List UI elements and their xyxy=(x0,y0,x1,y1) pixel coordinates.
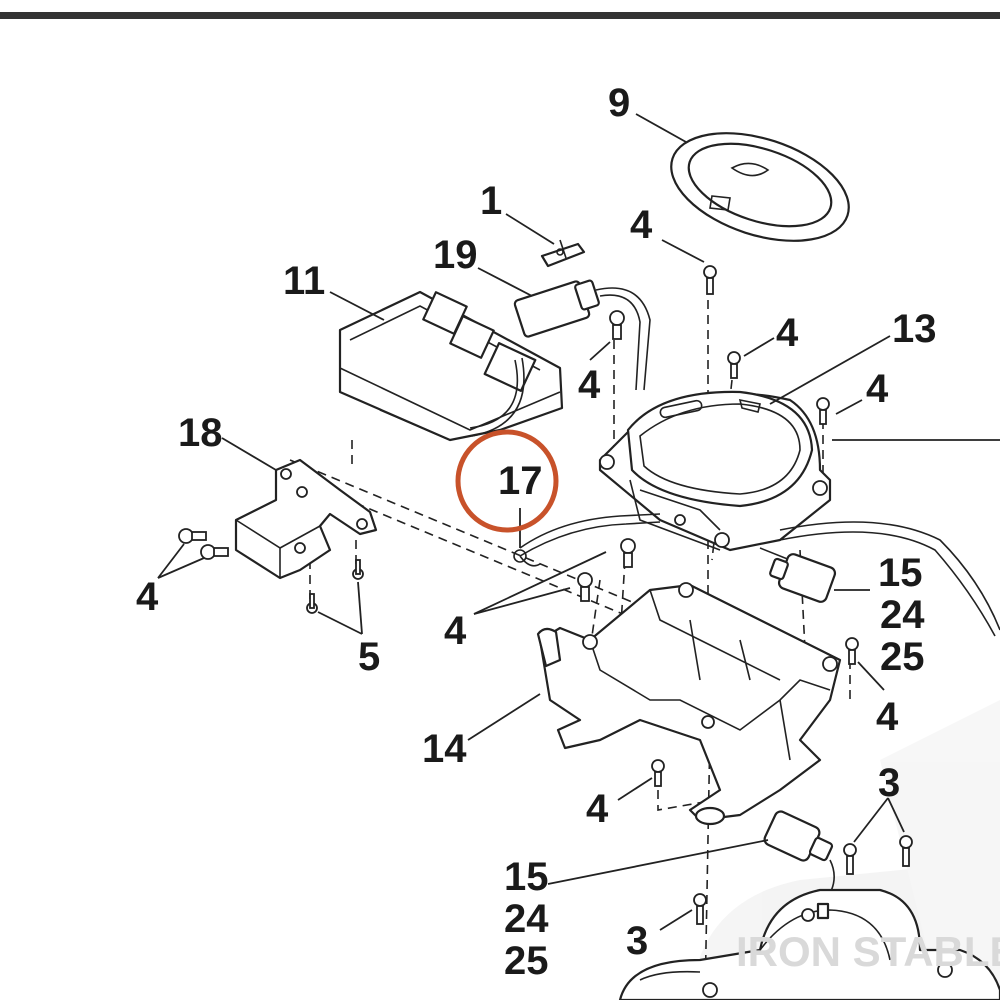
callout-3-right: 3 xyxy=(878,761,900,805)
watermark-text: IRON STABLE xyxy=(736,928,1000,975)
leader-lines xyxy=(157,113,1000,931)
callout-17: 17 xyxy=(498,459,543,503)
callout-5: 5 xyxy=(358,635,380,679)
callout-4-module: 4 xyxy=(578,363,601,407)
callout-25-upper: 25 xyxy=(880,635,925,679)
wiring-harness xyxy=(513,513,1000,637)
callout-1: 1 xyxy=(480,179,502,223)
screw-3-c xyxy=(693,893,707,925)
callout-24-lower: 24 xyxy=(504,897,549,941)
screw-4-frame-right xyxy=(845,637,859,665)
screw-4-bracket-a xyxy=(178,528,207,544)
screw-5-b xyxy=(306,593,318,614)
callout-labels: 9 1 19 11 4 4 4 13 4 18 17 4 4 5 15 24 2… xyxy=(136,81,937,983)
connector-lower xyxy=(763,810,835,901)
screw-5-a xyxy=(352,559,364,580)
callout-3-left: 3 xyxy=(626,919,648,963)
callout-4-right: 4 xyxy=(866,367,889,411)
screw-4-top xyxy=(703,265,717,295)
callout-18: 18 xyxy=(178,411,223,455)
retaining-clip xyxy=(540,239,586,268)
callout-14: 14 xyxy=(422,727,467,771)
callout-4-mid: 4 xyxy=(776,311,799,355)
callout-13: 13 xyxy=(892,307,937,351)
oval-trim-cover xyxy=(670,132,850,242)
callout-4-top: 4 xyxy=(630,203,653,247)
screw-3-b xyxy=(899,835,913,867)
callout-4-frame-right: 4 xyxy=(876,695,899,739)
highlight-circle xyxy=(455,429,559,533)
screw-4-frame-b xyxy=(577,572,593,602)
screw-3-a xyxy=(843,843,857,875)
support-frame xyxy=(536,582,842,826)
control-module xyxy=(338,290,564,442)
callout-25-lower: 25 xyxy=(504,939,549,983)
top-rule xyxy=(0,12,1000,19)
callout-9: 9 xyxy=(608,81,630,125)
callout-4-frame-bottom: 4 xyxy=(586,787,609,831)
callout-11: 11 xyxy=(283,259,325,303)
callout-19: 19 xyxy=(433,233,478,277)
callout-15-lower: 15 xyxy=(504,855,549,899)
screw-4-frame-bottom xyxy=(651,759,665,787)
fasteners xyxy=(178,265,913,925)
lower-assembly xyxy=(618,888,1000,1000)
connector-upper xyxy=(769,553,837,603)
screw-4-bracket-b xyxy=(200,544,229,560)
screw-4-mid xyxy=(727,351,741,379)
connector-harness xyxy=(469,279,651,437)
callout-24-upper: 24 xyxy=(880,593,925,637)
speaker-housing xyxy=(598,390,832,552)
screw-4-left-module xyxy=(609,310,625,340)
callout-15-upper: 15 xyxy=(878,551,923,595)
callout-4-bracket: 4 xyxy=(136,575,159,619)
callout-4-frame: 4 xyxy=(444,609,467,653)
screw-4-right xyxy=(816,397,830,425)
screw-4-frame-a xyxy=(620,538,636,568)
mounting-bracket xyxy=(234,458,378,580)
